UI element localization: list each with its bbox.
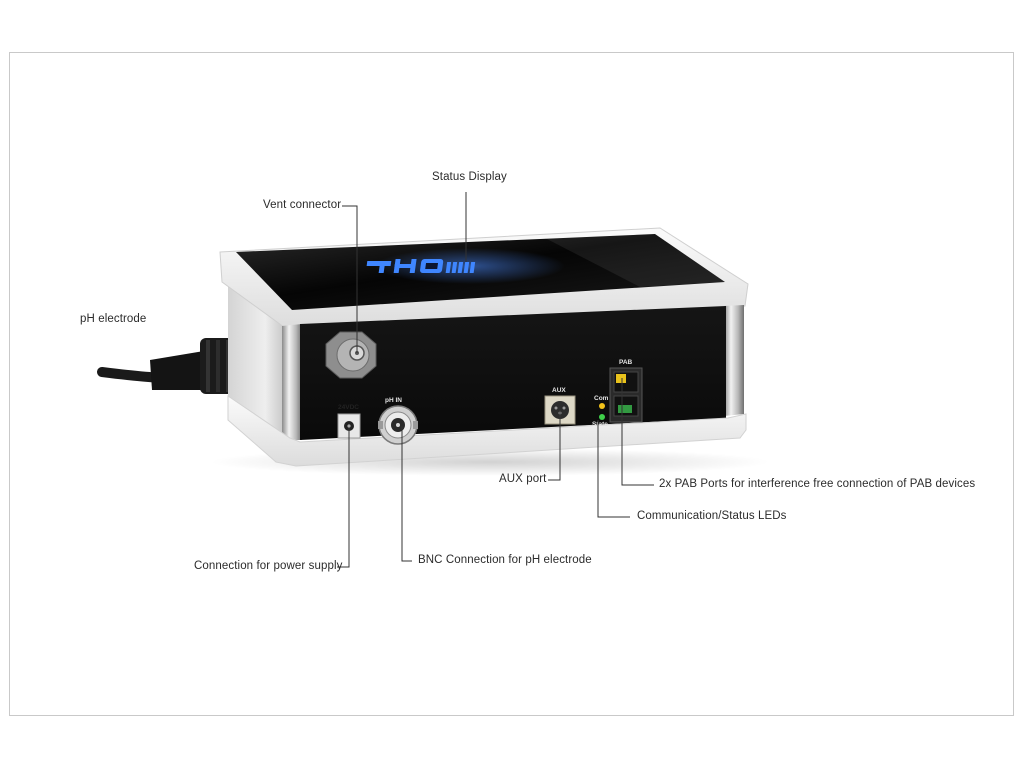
ph-electrode-cable [97,338,240,394]
aux-port [544,395,576,425]
callout-power-supply: Connection for power supply [194,560,343,572]
pab-ports [609,367,643,423]
label-state: State [592,421,608,428]
callout-ph-electrode: pH electrode [80,313,147,325]
callout-status-leds: Communication/Status LEDs [637,510,787,522]
label-ph-in: pH IN [385,397,402,404]
callout-status-display: Status Display [432,171,507,183]
power-jack [337,413,361,439]
callout-pab-ports: 2x PAB Ports for interference free conne… [659,478,976,490]
callout-aux-port: AUX port [499,473,547,485]
state-led [599,414,605,420]
status-display-logo [366,259,476,273]
com-led [599,403,605,409]
vent-connector [325,331,377,379]
bnc-connector [378,405,418,445]
callout-vent-connector: Vent connector [263,199,342,211]
label-com: Com [594,395,609,402]
callout-bnc-connection: BNC Connection for pH electrode [418,554,592,566]
label-24vdc: 24VDC [338,404,359,411]
label-aux: AUX [552,387,566,394]
label-pab: PAB [619,359,633,366]
